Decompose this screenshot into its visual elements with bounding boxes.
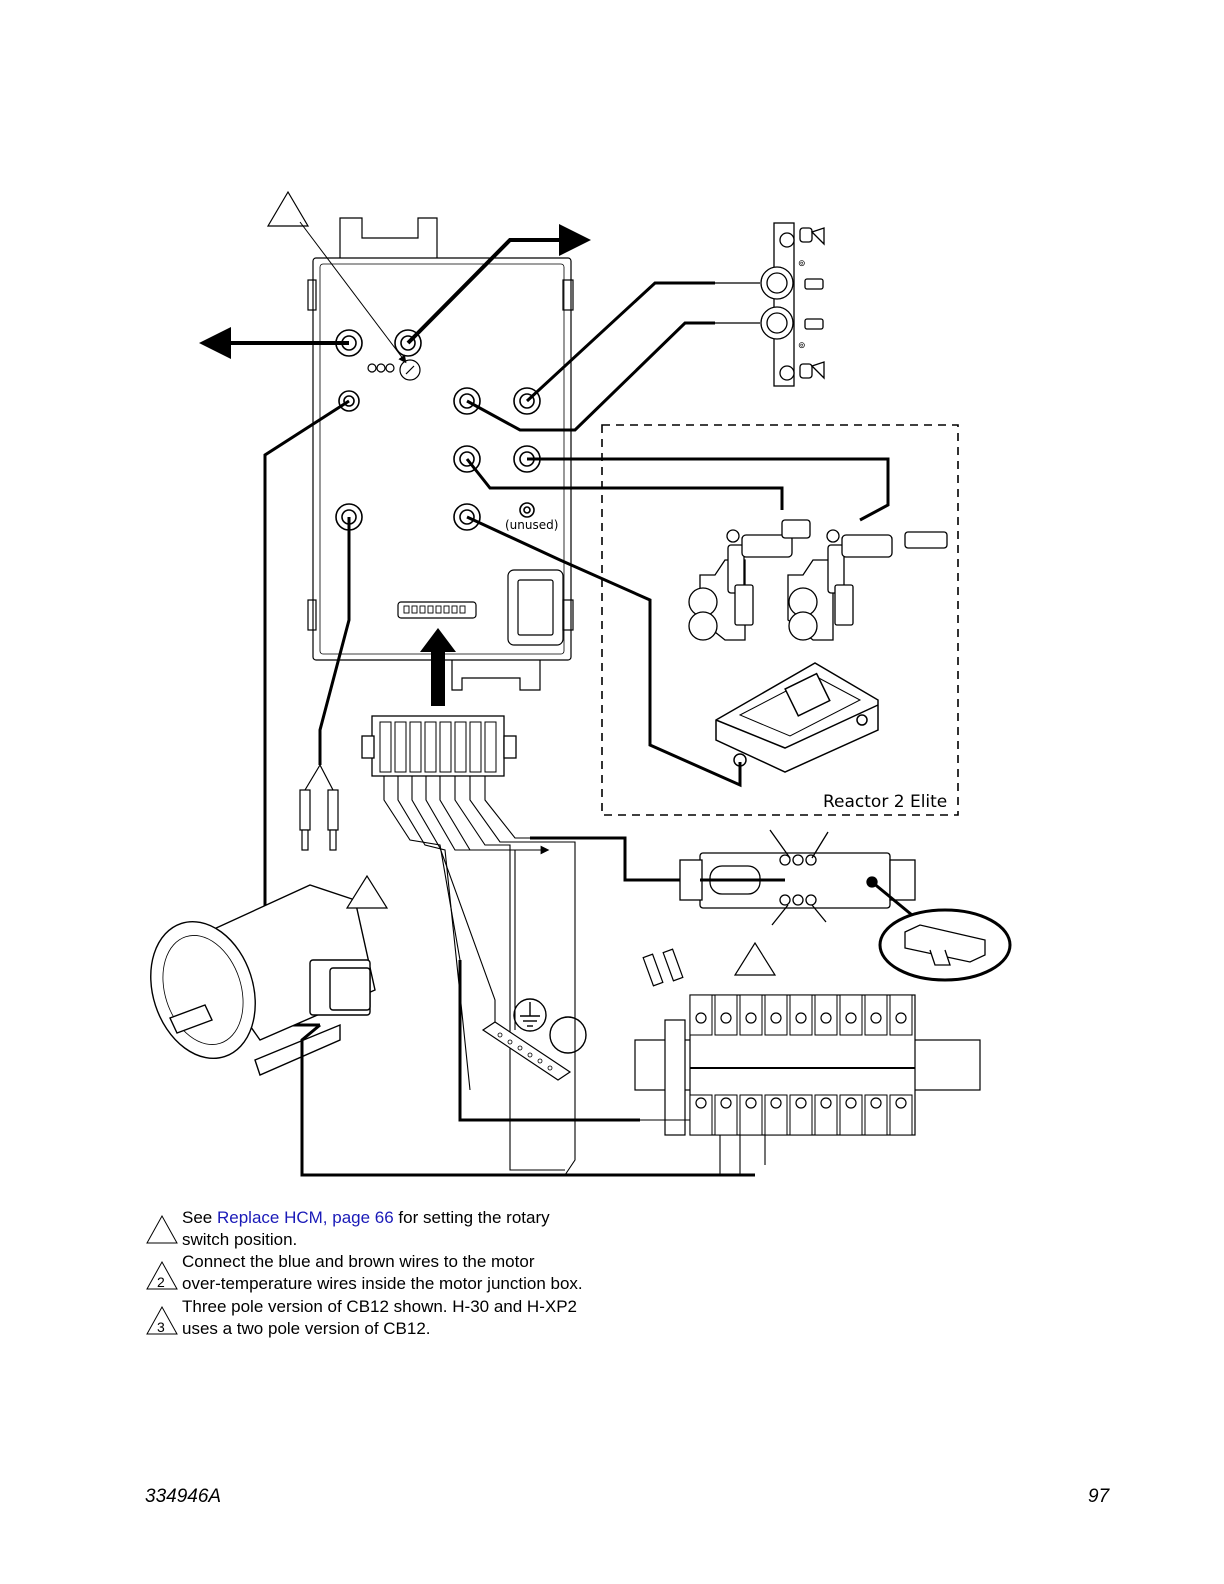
note-3-line2: uses a two pole version of CB12. <box>182 1319 431 1338</box>
callout-triangle-2 <box>347 876 387 908</box>
note-3-number: 3 <box>157 1319 165 1335</box>
svg-text:⊚: ⊚ <box>798 258 806 268</box>
hcm-connectors <box>336 330 540 530</box>
callout-triangle-1 <box>268 192 404 360</box>
page-number: 97 <box>1088 1486 1109 1508</box>
note-3-line1: Three pole version of CB12 shown. H-30 a… <box>182 1297 577 1316</box>
pressure-gauge-manifold: ⊚ ⊚ <box>761 223 824 386</box>
note-1-prefix: See <box>182 1208 217 1227</box>
note-3: 3 Three pole version of CB12 shown. H-30… <box>145 1296 665 1342</box>
spare-fuses <box>643 949 683 986</box>
callout-triangle-note-1 <box>145 1213 179 1245</box>
replace-hcm-link[interactable]: Replace HCM, page 66 <box>217 1208 394 1227</box>
note-1: See Replace HCM, page 66 for setting the… <box>145 1207 665 1253</box>
gauge-wires <box>467 283 715 430</box>
reactor-elite-label: Reactor 2 Elite <box>823 792 947 812</box>
note-1-suffix: for setting the rotary <box>394 1208 550 1227</box>
note-2-number: 2 <box>157 1274 165 1290</box>
svg-text:⊚: ⊚ <box>798 340 806 350</box>
contactor-module <box>680 830 915 925</box>
note-3-text: Three pole version of CB12 shown. H-30 a… <box>182 1296 577 1340</box>
unused-label: (unused) <box>505 518 558 532</box>
harness-signal-wire <box>530 838 700 880</box>
harness-plug <box>362 716 516 776</box>
doc-number: 334946A <box>145 1486 221 1508</box>
terminal-block-assembly <box>635 995 980 1135</box>
remote-display-module <box>716 663 878 772</box>
note-2-line1: Connect the blue and brown wires to the … <box>182 1252 534 1271</box>
plug-insert-arrow <box>420 628 456 706</box>
note-1-line2: switch position. <box>182 1230 297 1249</box>
note-1-text: See Replace HCM, page 66 for setting the… <box>182 1207 550 1251</box>
note-2: 2 Connect the blue and brown wires to th… <box>145 1251 665 1297</box>
output-arrows <box>215 240 575 343</box>
harness-wires <box>384 776 640 1175</box>
mounting-clip <box>905 925 985 965</box>
callout-triangle-note-3: 3 <box>145 1304 179 1336</box>
note-2-text: Connect the blue and brown wires to the … <box>182 1251 583 1295</box>
fluid-inlet-sensor-2 <box>788 530 947 640</box>
connector-unused <box>520 503 534 517</box>
motor <box>134 885 375 1075</box>
callout-triangle-note-2: 2 <box>145 1259 179 1291</box>
sensor-probes <box>300 765 338 850</box>
note-2-line2: over-temperature wires inside the motor … <box>182 1274 583 1293</box>
callout-triangle-3 <box>735 943 775 975</box>
